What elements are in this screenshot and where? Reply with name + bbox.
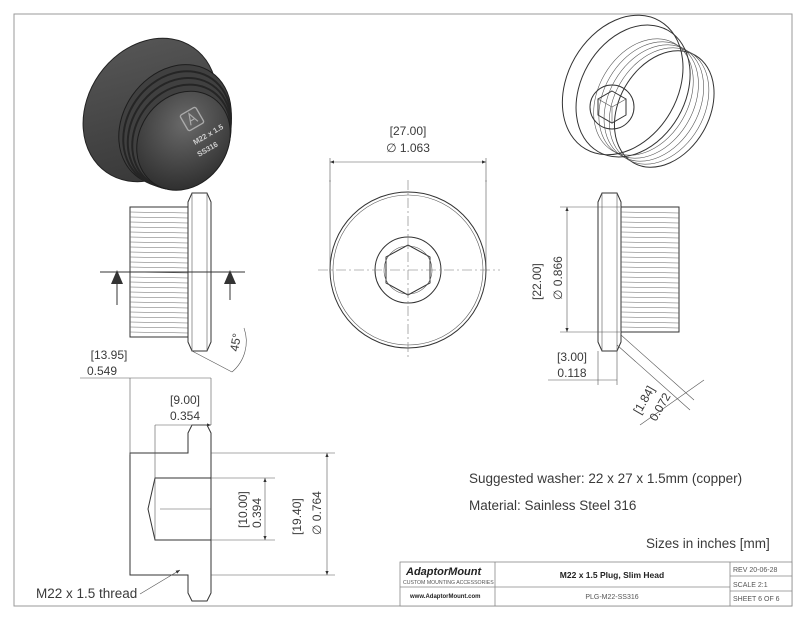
company-name: AdaptorMount [405, 566, 482, 578]
thread-ridge [620, 221, 680, 224]
scale: SCALE 2:1 [733, 582, 768, 589]
hex-size-inch: 0.394 [250, 498, 264, 528]
end-view-center [318, 158, 500, 360]
hex-depth-inch: 0.354 [170, 409, 200, 423]
thread-ridge [129, 221, 189, 224]
thread-ridge [620, 261, 680, 264]
thread-ridge [129, 226, 189, 229]
thread-ridge [620, 316, 680, 319]
thread-ridge [129, 306, 189, 309]
thread-ridge [620, 266, 680, 269]
section-view [80, 377, 335, 602]
hex-depth-mm: [9.00] [170, 393, 200, 407]
thread-ridge [129, 266, 189, 269]
thread-ridge [129, 276, 189, 279]
thread-ridge [620, 236, 680, 239]
part-number: PLG-M22-SS316 [585, 594, 638, 601]
thread-ridge [620, 321, 680, 324]
thread-ridge [620, 296, 680, 299]
thread-ridge [129, 286, 189, 289]
thread-ridge [620, 326, 680, 329]
chamfer-angle-label: 45° [227, 332, 244, 352]
thread-ridge [620, 216, 680, 219]
thread-ridge [129, 216, 189, 219]
bore-diameter-mm: [19.40] [290, 498, 304, 535]
thread-ridge [129, 301, 189, 304]
logo-mark [179, 106, 205, 132]
thread-ridge [620, 256, 680, 259]
thread-callout: M22 x 1.5 thread [36, 586, 137, 601]
thread-ridge [620, 231, 680, 234]
thread-ridge [620, 251, 680, 254]
thread-ridge [129, 211, 189, 214]
thread-ridge [129, 331, 189, 334]
thread-ridge [129, 246, 189, 249]
thread-diameter-inch: ∅ 0.866 [551, 256, 565, 300]
thread-ridge [129, 281, 189, 284]
thread-diameter-mm: [22.00] [530, 263, 544, 300]
title-block: AdaptorMount CUSTOM MOUNTING ACCESSORIES… [399, 561, 793, 607]
thread-ridge [129, 256, 189, 259]
part-title: M22 x 1.5 Plug, Slim Head [560, 570, 664, 580]
thread-ridge [620, 301, 680, 304]
thread-ridge [129, 321, 189, 324]
thread-ridge [620, 276, 680, 279]
company-tagline: CUSTOM MOUNTING ACCESSORIES [403, 580, 494, 586]
thread-ridge [620, 306, 680, 309]
thread-ridge [620, 286, 680, 289]
thread-ridge [620, 271, 680, 274]
head-diameter-mm: [27.00] [390, 124, 427, 138]
thread-ridge [129, 311, 189, 314]
bore-diameter-inch: ∅ 0.764 [310, 491, 324, 535]
side-view-left: 45° [100, 192, 247, 373]
sheet-number: SHEET 6 OF 6 [733, 596, 780, 603]
thread-ridge [129, 231, 189, 234]
overall-length-inch: 0.549 [87, 364, 117, 378]
thread-ridge [129, 316, 189, 319]
material-note: Material: Sainless Steel 316 [469, 498, 636, 513]
thread-ridge [129, 236, 189, 239]
thread-ridge [620, 311, 680, 314]
head-thickness-inch: 0.118 [557, 366, 586, 380]
thread-ridge [620, 246, 680, 249]
head-diameter-inch: ∅ 1.063 [386, 141, 430, 155]
thread-ridge [129, 241, 189, 244]
thread-ridge [129, 296, 189, 299]
thread-ridge [129, 291, 189, 294]
hex-size-mm: [10.00] [236, 491, 250, 528]
thread-ridge [129, 251, 189, 254]
side-view-right [548, 192, 705, 426]
thread-ridge [620, 241, 680, 244]
thread-ridge [620, 291, 680, 294]
thread-ridge [129, 326, 189, 329]
revision: REV 20-06-28 [733, 567, 777, 574]
company-website: www.AdaptorMount.com [409, 594, 480, 600]
isometric-render-front: M22 x 1.5 SS316 [82, 37, 232, 191]
isometric-line-view [561, 14, 715, 168]
thread-ridge [620, 226, 680, 229]
thread-ridge [129, 261, 189, 264]
head-thickness-mm: [3.00] [557, 350, 587, 364]
washer-note: Suggested washer: 22 x 27 x 1.5mm (coppe… [469, 471, 742, 486]
thread-ridge [620, 211, 680, 214]
thread-ridge [620, 281, 680, 284]
overall-length-mm: [13.95] [91, 348, 128, 362]
units-note: Sizes in inches [mm] [646, 536, 770, 551]
